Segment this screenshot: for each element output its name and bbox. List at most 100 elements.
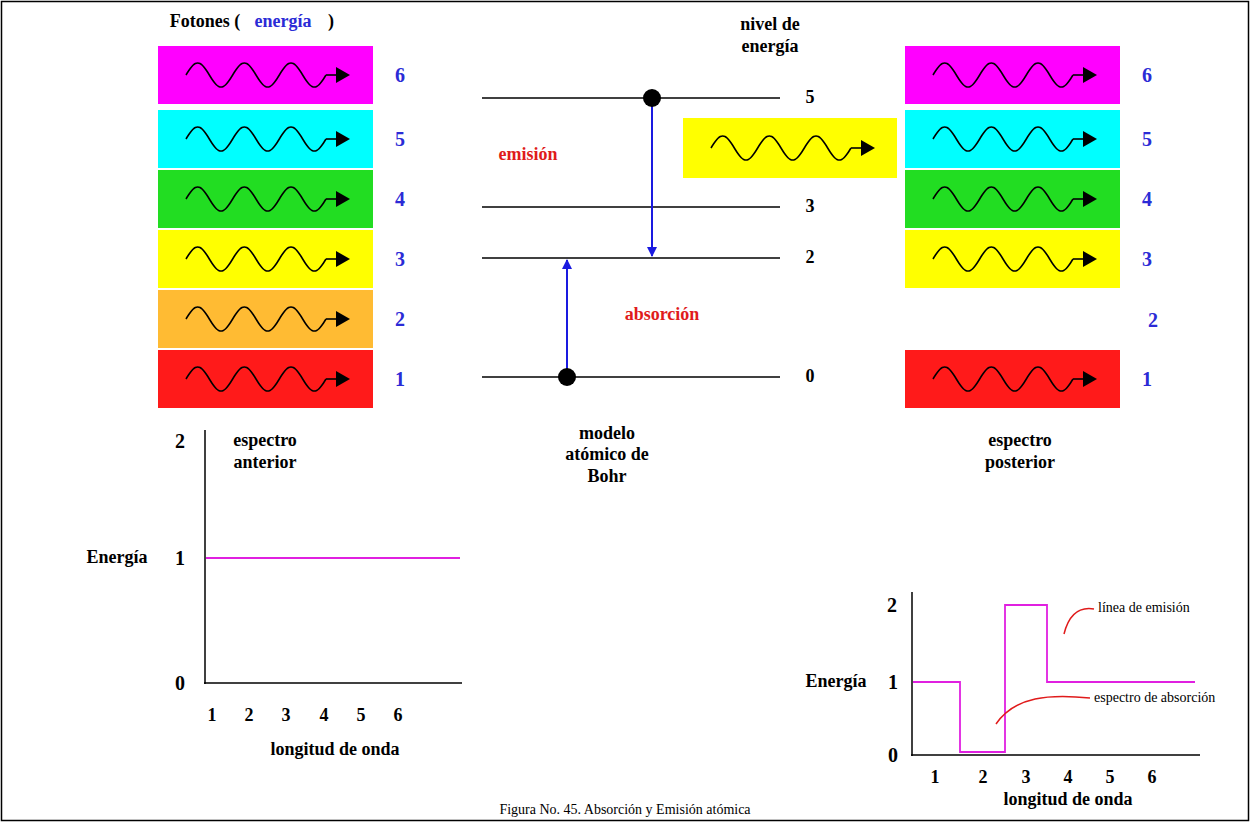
photon-wave: [933, 127, 1073, 151]
photon-arrowhead: [336, 131, 350, 147]
photon-band: 1: [158, 350, 409, 408]
photon-energy-number: 5: [395, 127, 405, 151]
photon-wave: [158, 350, 373, 408]
photon-arrowhead: [1083, 131, 1097, 147]
label: 0: [806, 366, 815, 388]
photon-energy-number: 4: [395, 187, 405, 211]
label: 2: [245, 705, 254, 727]
photon-band: 5: [905, 110, 1156, 168]
label: 2: [887, 593, 897, 617]
photon-wave: [158, 290, 373, 348]
photon-band: 1: [905, 350, 1156, 408]
photon-band-fill: [158, 170, 373, 228]
photon-band-fill: [158, 350, 373, 408]
label: modelo atómico de Bohr: [551, 423, 663, 488]
photon-arrowhead: [1083, 371, 1097, 387]
photon-wave: [186, 127, 326, 151]
photon-energy-number: 6: [1142, 63, 1152, 87]
label: 2: [979, 767, 988, 789]
photon-wave: [158, 46, 373, 104]
photon-band-fill: [158, 110, 373, 168]
photon-band-fill: [158, 290, 373, 348]
label: línea de emisión: [1098, 600, 1190, 617]
label: energía: [255, 11, 312, 33]
photon-band-fill: [905, 46, 1120, 104]
photon-arrowhead: [336, 311, 350, 327]
photon-arrowhead: [336, 67, 350, 83]
energy-level: [482, 376, 780, 378]
photon-band: 6: [905, 46, 1156, 104]
photon-energy-number: 5: [1142, 127, 1152, 151]
leader-line: [1064, 609, 1094, 634]
label: nivel de energía: [725, 14, 815, 57]
label: 6: [394, 705, 403, 727]
label: 0: [175, 671, 185, 695]
absorption-arrow: [566, 260, 568, 377]
photon-energy-number: 1: [1142, 367, 1152, 391]
y-axis: [911, 592, 913, 756]
label: Energía: [87, 547, 148, 569]
label: 4: [1064, 767, 1073, 789]
photon-energy-number: 1: [395, 367, 405, 391]
label: Energía: [806, 671, 867, 693]
x-axis: [204, 682, 462, 684]
photon-arrowhead: [336, 251, 350, 267]
photon-energy-number: 3: [395, 247, 405, 271]
figure-caption: Figura No. 45. Absorción y Emisión atómi…: [499, 802, 750, 819]
label: espectro anterior: [215, 430, 315, 473]
label: Fotones (: [170, 11, 241, 33]
label: espectro posterior: [970, 430, 1070, 473]
photon-band: [683, 118, 897, 178]
x-axis: [911, 754, 1200, 756]
label: ): [328, 11, 334, 33]
electron-dot: [643, 89, 661, 107]
label: longitud de onda: [1003, 789, 1132, 811]
label: espectro de absorción: [1094, 690, 1215, 707]
photon-wave: [905, 46, 1120, 104]
energy-level: [482, 206, 780, 208]
label: 2: [175, 429, 185, 453]
spectrum-line: [206, 557, 460, 559]
photon-band: 5: [158, 110, 409, 168]
energy-level: [482, 97, 780, 99]
photon-energy-number: 3: [1142, 247, 1152, 271]
label: emisión: [498, 144, 557, 166]
energy-level: [482, 257, 780, 259]
photon-arrowhead: [336, 191, 350, 207]
photon-band: 3: [905, 230, 1156, 288]
photon-wave: [158, 170, 373, 228]
photon-band: 4: [158, 170, 409, 228]
label: 3: [806, 196, 815, 218]
photon-wave: [186, 307, 326, 331]
label: 2: [1148, 308, 1158, 332]
photon-wave: [186, 247, 326, 271]
label: 2: [806, 247, 815, 269]
y-axis: [204, 430, 206, 684]
label: 5: [1106, 767, 1115, 789]
photon-wave: [186, 63, 326, 87]
label: absorción: [625, 304, 700, 326]
label: 1: [175, 546, 185, 570]
label: 1: [208, 705, 217, 727]
photon-band-fill: [905, 350, 1120, 408]
photon-energy-number: 2: [395, 307, 405, 331]
photon-band-fill: [905, 110, 1120, 168]
photon-band: 6: [158, 46, 409, 104]
photon-band: 3: [158, 230, 409, 288]
photon-arrowhead: [861, 140, 875, 156]
photon-band: 4: [905, 170, 1156, 228]
label: 1: [931, 767, 940, 789]
spectrum-line: [913, 605, 1195, 752]
label: 3: [1022, 767, 1031, 789]
photon-wave: [905, 110, 1120, 168]
photon-wave: [933, 367, 1073, 391]
label: 5: [806, 87, 815, 109]
photon-arrowhead: [1083, 251, 1097, 267]
photon-band-fill: [158, 230, 373, 288]
photon-energy-number: 6: [395, 63, 405, 87]
photon-wave: [186, 187, 326, 211]
label: 0: [888, 743, 898, 767]
photon-wave: [905, 350, 1120, 408]
label: 6: [1148, 767, 1157, 789]
